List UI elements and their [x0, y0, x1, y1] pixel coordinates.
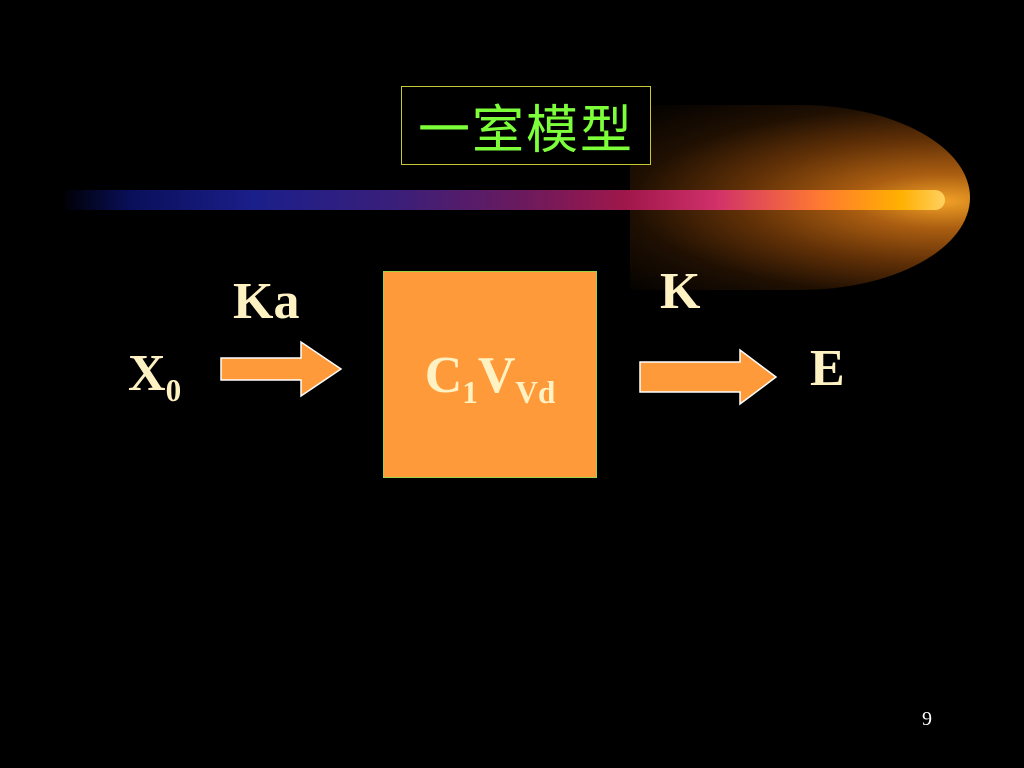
slide-title: 一室模型 [401, 86, 651, 165]
elimination-arrow [639, 348, 778, 406]
compartment-c-symbol: C [424, 347, 463, 404]
comet-tail-decoration [60, 190, 945, 210]
compartment-c-subscript: 1 [462, 374, 478, 410]
compartment-v-symbol: V [477, 347, 516, 404]
elimination-arrow-shape [639, 348, 778, 406]
absorption-arrow-shape [220, 340, 343, 398]
input-symbol: X [128, 345, 166, 402]
compartment-label: C1VVd [384, 347, 596, 409]
input-label: X0 [128, 345, 181, 407]
compartment-v-subscript: Vd [515, 374, 556, 410]
absorption-arrow [220, 340, 343, 398]
absorption-rate-label: Ka [233, 273, 300, 330]
page-number: 9 [922, 708, 932, 730]
compartment-box: C1VVd [383, 271, 597, 478]
output-label: E [810, 340, 845, 397]
input-subscript: 0 [165, 372, 182, 408]
elimination-rate-label: K [660, 263, 701, 320]
